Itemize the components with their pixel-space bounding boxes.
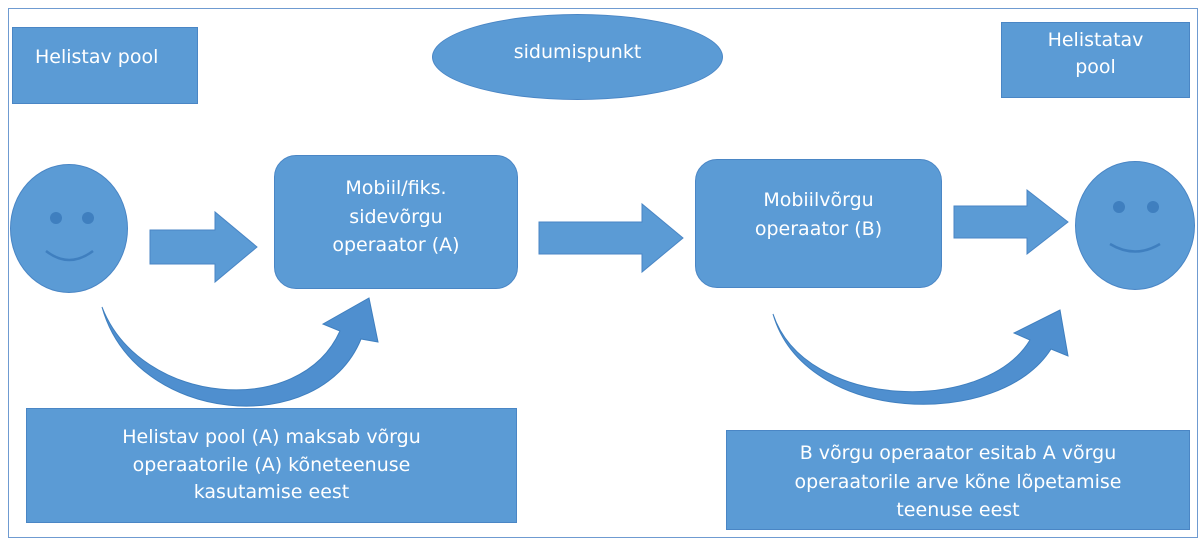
caller-label-text: Helistav pool [35, 46, 159, 68]
billing-note-line2: operaatorile arve kõne lõpetamise [794, 470, 1122, 493]
callee-left-eye [1113, 201, 1125, 213]
interconnect-oval: sidumispunkt [432, 14, 723, 100]
operator-b-line1: Mobiilvõrgu [763, 189, 874, 211]
curved-arrow-right [772, 309, 1069, 405]
caller-note-line3: kasutamise eest [193, 481, 350, 504]
caller-left-eye [50, 212, 62, 224]
curved-arrow-left [101, 297, 379, 407]
caller-right-eye [82, 212, 94, 224]
caller-label: Helistav pool [12, 27, 198, 104]
caller-payment-note: Helistav pool (A) maksab võrgu operaator… [26, 408, 517, 523]
operator-b-box: Mobiilvõrgu operaator (B) [695, 159, 942, 288]
callee-smiley [1075, 161, 1195, 290]
callee-right-eye [1147, 201, 1159, 213]
operator-b-line2: operaator (B) [754, 218, 883, 241]
arrow-operator-a-to-operator-b [538, 202, 684, 274]
caller-note-line2: operaatorile (A) kõneteenuse [132, 453, 411, 476]
caller-note-line1: Helistav pool (A) maksab võrgu [122, 426, 421, 449]
callee-label: Helistatav pool [1001, 22, 1190, 98]
termination-billing-note: B võrgu operaator esitab A võrgu operaat… [726, 430, 1190, 530]
operator-a-line3: operaator (A) [332, 234, 460, 256]
arrow-caller-to-operator-a [149, 210, 258, 284]
billing-note-line1: B võrgu operaator esitab A võrgu [799, 442, 1117, 464]
billing-note-line3: teenuse eest [896, 499, 1020, 521]
callee-smile-icon [1109, 242, 1161, 253]
callee-label-line1: Helistatav [1047, 29, 1144, 51]
interconnect-label: sidumispunkt [513, 41, 642, 63]
callee-label-line2: pool [1075, 55, 1116, 78]
caller-smiley [10, 164, 128, 293]
operator-a-line2: sidevõrgu [349, 205, 443, 228]
arrow-operator-b-to-callee [953, 188, 1069, 256]
operator-a-line1: Mobiil/fiks. [345, 177, 447, 199]
caller-smile-icon [45, 249, 94, 262]
operator-a-box: Mobiil/fiks. sidevõrgu operaator (A) [274, 155, 518, 289]
